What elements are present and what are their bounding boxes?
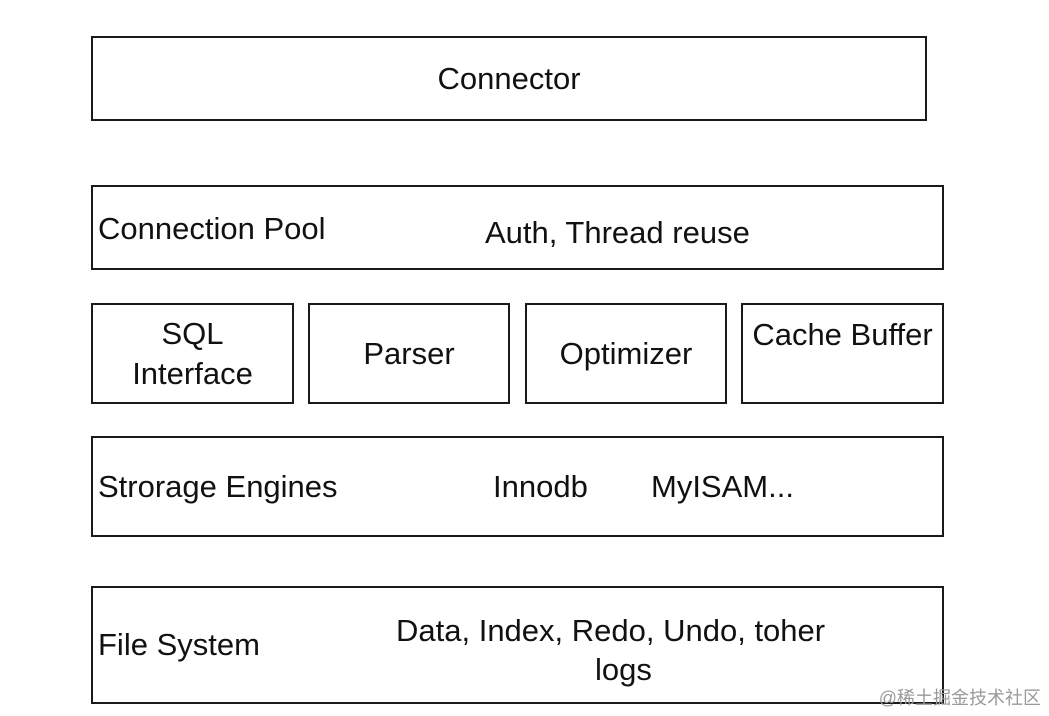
- file-system-box: File System Data, Index, Redo, Undo, toh…: [91, 586, 944, 704]
- cache-buffer-label: Cache Buffer: [752, 317, 933, 352]
- connection-pool-label: Connection Pool: [98, 211, 326, 246]
- cache-buffer-box: Cache Buffer: [741, 303, 944, 404]
- connection-pool-detail: Auth, Thread reuse: [485, 215, 750, 250]
- watermark-text: @稀土掘金技术社区: [878, 688, 1041, 708]
- file-system-detail-line1: Data, Index, Redo, Undo, toher: [396, 613, 826, 648]
- parser-box: Parser: [308, 303, 510, 404]
- connector-label: Connector: [437, 61, 581, 96]
- storage-engine-innodb: Innodb: [493, 469, 588, 504]
- storage-engine-myisam: MyISAM...: [651, 469, 794, 504]
- parser-label: Parser: [363, 336, 455, 371]
- optimizer-box: Optimizer: [525, 303, 727, 404]
- storage-engines-box: Strorage Engines Innodb MyISAM...: [91, 436, 944, 537]
- connector-box: Connector: [91, 36, 927, 121]
- file-system-label: File System: [98, 627, 260, 662]
- connection-pool-box: Connection Pool Auth, Thread reuse: [91, 185, 944, 270]
- file-system-detail-line2: logs: [595, 652, 652, 687]
- storage-engines-label: Strorage Engines: [98, 469, 338, 504]
- sql-interface-label-line1: SQL: [161, 316, 224, 351]
- sql-interface-label-line2: Interface: [132, 356, 253, 391]
- optimizer-label: Optimizer: [559, 336, 693, 371]
- sql-interface-box: SQL Interface: [91, 303, 294, 404]
